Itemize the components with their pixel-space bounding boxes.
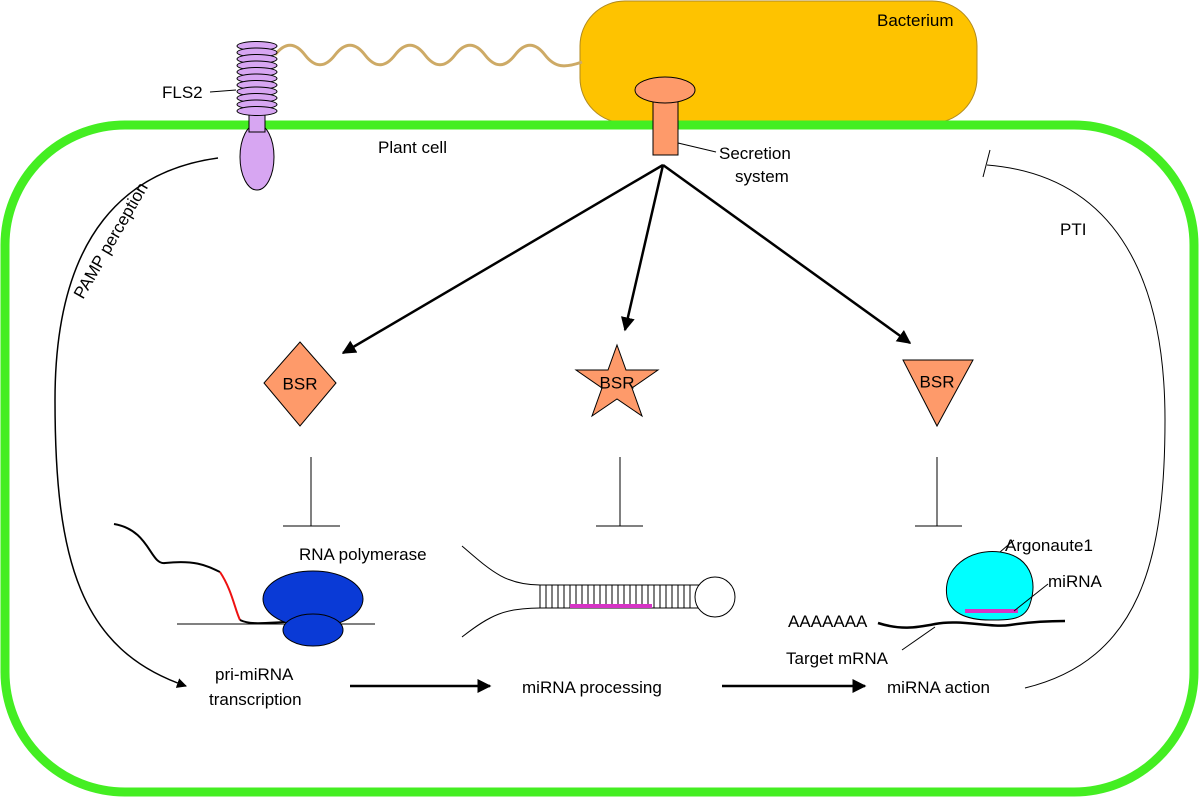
plant-cell-label: Plant cell <box>378 138 447 157</box>
argonaute-label: Argonaute1 <box>1005 536 1093 555</box>
arrow-to-bsr-star <box>621 164 665 332</box>
arrow-to-bsr-diamond <box>341 163 664 355</box>
secretion-label-line1: Secretion <box>719 144 791 163</box>
secretion-leader-line <box>677 142 717 153</box>
fls2-extracellular-coils <box>236 41 278 116</box>
arrow-to-bsr-triangle <box>662 163 912 345</box>
pamp-perception-arrow <box>54 157 219 688</box>
fls2-receptor <box>236 41 278 191</box>
rna-polymerase-label: RNA polymerase <box>299 545 427 564</box>
promoter-segment <box>219 571 241 621</box>
inhibition-bar-action <box>915 457 962 527</box>
fls2-coil <box>236 106 278 116</box>
pamp-perception-label: PAMP perception <box>70 179 152 302</box>
secretion-label-line2: system <box>735 167 789 186</box>
dna-strand <box>113 523 221 573</box>
bsr-star-label: BSR <box>600 373 635 392</box>
transcription-complex <box>113 523 375 647</box>
pti-label: PTI <box>1060 220 1086 239</box>
argonaute1 <box>945 551 1034 621</box>
plant-cell-wall <box>0 120 1199 797</box>
fls2-label: FLS2 <box>162 83 203 102</box>
bsr-diamond: BSR <box>263 341 337 427</box>
hairpin-loop <box>694 576 736 618</box>
step-action: miRNA action <box>887 678 990 697</box>
argonaute-leader-line <box>999 539 1015 553</box>
pti-inhibition-curve <box>986 164 1166 689</box>
bsr-diamond-label: BSR <box>283 374 318 393</box>
mirna-label: miRNA <box>1048 572 1102 591</box>
bsr-triangle-label: BSR <box>920 372 955 391</box>
target-mrna-strand <box>877 619 1066 629</box>
step-processing: miRNA processing <box>522 678 662 697</box>
mirna-leader-line <box>1013 583 1049 612</box>
flagellum <box>273 43 583 68</box>
bacterium-label: Bacterium <box>877 11 954 30</box>
rna-polymerase-small <box>282 613 344 647</box>
fls2-intracellular-domain <box>239 123 275 191</box>
poly-a-label: AAAAAAA <box>788 612 868 631</box>
fls2-leader-line <box>209 89 237 93</box>
bsr-star: BSR <box>574 343 660 418</box>
secretion-system <box>634 76 696 156</box>
pre-mirna-hairpin <box>461 545 736 638</box>
inhibition-bar-processing <box>596 457 643 527</box>
step-transcription-line1: pri-miRNA <box>215 665 294 684</box>
inhibition-bar-transcription <box>283 457 340 527</box>
step-transcription-line2: transcription <box>209 690 302 709</box>
bsr-triangle: BSR <box>902 359 974 428</box>
target-mrna-leader-line <box>901 626 936 651</box>
mirna-action-complex <box>877 539 1066 651</box>
pti-inhibition-bar <box>982 149 991 178</box>
target-mrna-label: Target mRNA <box>786 649 889 668</box>
